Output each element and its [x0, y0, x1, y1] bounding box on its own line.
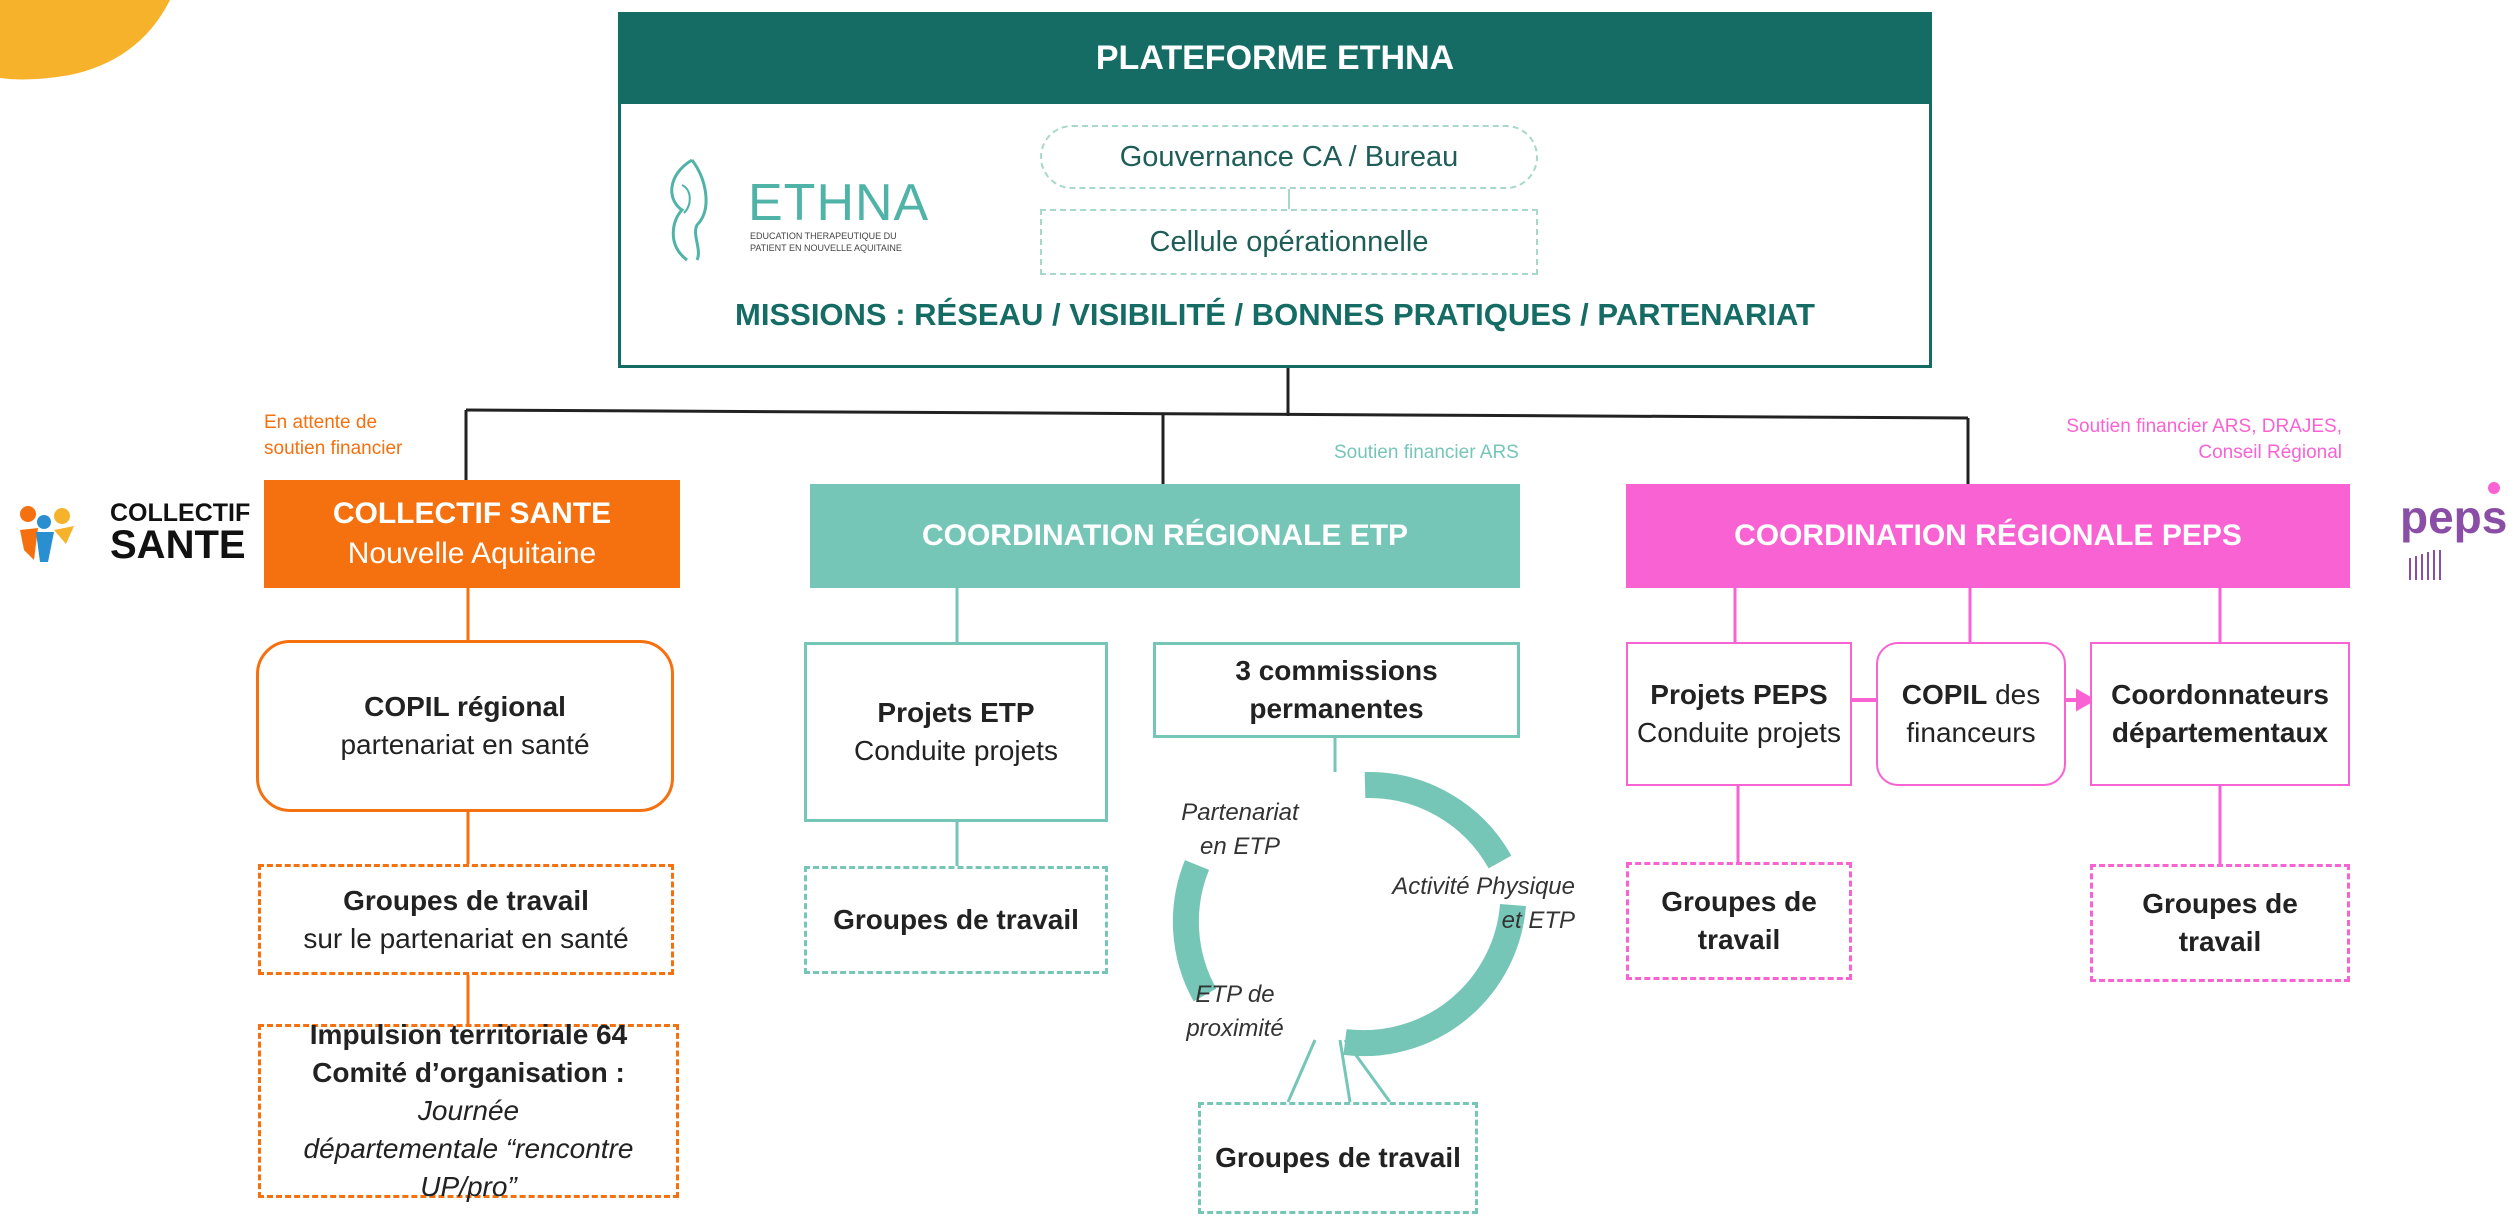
impulsion-bold: Comité d’organisation :	[312, 1057, 625, 1088]
governance-pill: Gouvernance CA / Bureau	[1040, 125, 1538, 189]
impulsion-title: Impulsion territoriale 64	[309, 1019, 628, 1050]
cycle-arcs	[1172, 771, 1526, 1057]
collectif-title: COLLECTIF SANTE	[332, 497, 612, 530]
left-working-groups-box: Groupes de travail sur le partenariat en…	[258, 864, 674, 975]
pink-lines	[1733, 588, 2222, 864]
impulsion-italic-2: départementale “rencontre UP/pro”	[303, 1133, 634, 1202]
projects-peps-title: Projets PEPS	[1650, 679, 1828, 710]
collectif-logo-line2: SANTE	[110, 523, 246, 567]
coordonnateurs-line2: départementaux	[2111, 717, 2329, 748]
tree-lines	[464, 368, 1970, 484]
copil-regional-title: COPIL régional	[364, 691, 566, 722]
commissions-box: 3 commissions permanentes	[1153, 642, 1520, 738]
impulsion-italic-1: Journée	[417, 1095, 520, 1126]
collectif-logo-line1: COLLECTIF	[110, 499, 251, 527]
ethna-logo: ETHNA EDUCATION THERAPEUTIQUE DU PATIENT…	[652, 155, 932, 265]
ethna-logo-name: ETHNA	[748, 174, 930, 232]
operational-cell-box: Cellule opérationnelle	[1040, 209, 1538, 275]
peps-groups-a-line2: travail	[1697, 924, 1781, 955]
commission-groups-label: Groupes de travail	[1215, 1142, 1461, 1173]
peps-bars-icon	[2409, 482, 2500, 580]
copil-regional-box: COPIL régional partenariat en santé	[256, 640, 674, 812]
commission-working-groups-box: Groupes de travail	[1198, 1102, 1478, 1214]
projects-etp-sub: Conduite projets	[854, 735, 1058, 766]
impulsion-box: Impulsion territoriale 64 Comité d’organ…	[258, 1019, 679, 1202]
left-groups-sub: sur le partenariat en santé	[303, 922, 629, 954]
copil-financeurs-bold: COPIL	[1901, 679, 1988, 710]
commissions-line2: permanentes	[1249, 693, 1424, 724]
peps-groups-b-line1: Groupes de	[2142, 888, 2298, 919]
copil-financeurs-rest: des	[1995, 679, 2041, 710]
peps-logo-text: peps	[2400, 491, 2508, 543]
collectif-sante-header: COLLECTIF SANTE Nouvelle Aquitaine	[264, 480, 680, 588]
missions-text: MISSIONS : RÉSEAU / VISIBILITÉ / BONNES …	[735, 297, 1815, 332]
etp-working-groups-box: Groupes de travail	[804, 866, 1108, 974]
copil-financeurs-sub: financeurs	[1906, 717, 2036, 748]
commissions-line1: 3 commissions	[1235, 655, 1438, 686]
coordonnateurs-box: Coordonnateurs départementaux	[2090, 642, 2350, 786]
coordination-etp-header: COORDINATION RÉGIONALE ETP	[810, 484, 1520, 588]
peps-groups-a-line1: Groupes de	[1661, 886, 1817, 917]
ethna-logo-tagline-1: EDUCATION THERAPEUTIQUE DU	[750, 231, 897, 241]
face-profile-icon	[670, 158, 708, 262]
teal-lines	[955, 588, 1392, 1103]
etp-groups-label: Groupes de travail	[833, 904, 1079, 935]
copil-regional-sub: partenariat en santé	[340, 729, 590, 760]
collectif-sante-logo: COLLECTIF SANTE	[14, 496, 254, 570]
platform-title: PLATEFORME ETHNA	[618, 12, 1932, 104]
peps-working-groups-a: Groupes de travail	[1626, 862, 1852, 980]
governance-connector	[1288, 189, 1290, 209]
coordination-peps-header: COORDINATION RÉGIONALE PEPS	[1626, 484, 2350, 588]
collectif-subtitle: Nouvelle Aquitaine	[347, 537, 597, 570]
projects-peps-sub: Conduite projets	[1637, 717, 1841, 748]
projects-etp-box: Projets ETP Conduite projets	[804, 642, 1108, 822]
projects-peps-box: Projets PEPS Conduite projets	[1626, 642, 1852, 786]
projects-etp-title: Projets ETP	[877, 697, 1035, 728]
corner-shape	[0, 0, 170, 80]
left-groups-title: Groupes de travail	[343, 884, 589, 916]
peps-logo: peps	[2396, 478, 2508, 588]
coordonnateurs-line1: Coordonnateurs	[2111, 679, 2329, 710]
ethna-logo-tagline-2: PATIENT EN NOUVELLE AQUITAINE	[750, 243, 902, 253]
peps-groups-b-line2: travail	[2178, 926, 2262, 957]
middle-funding-note: Soutien financier ARS	[1334, 442, 1519, 463]
people-icon	[20, 506, 74, 562]
right-funding-note: Soutien financier ARS, DRAJES,Conseil Ré…	[2066, 416, 2342, 463]
copil-financeurs-box: COPIL des financeurs	[1876, 642, 2066, 786]
peps-working-groups-b: Groupes de travail	[2090, 864, 2350, 982]
